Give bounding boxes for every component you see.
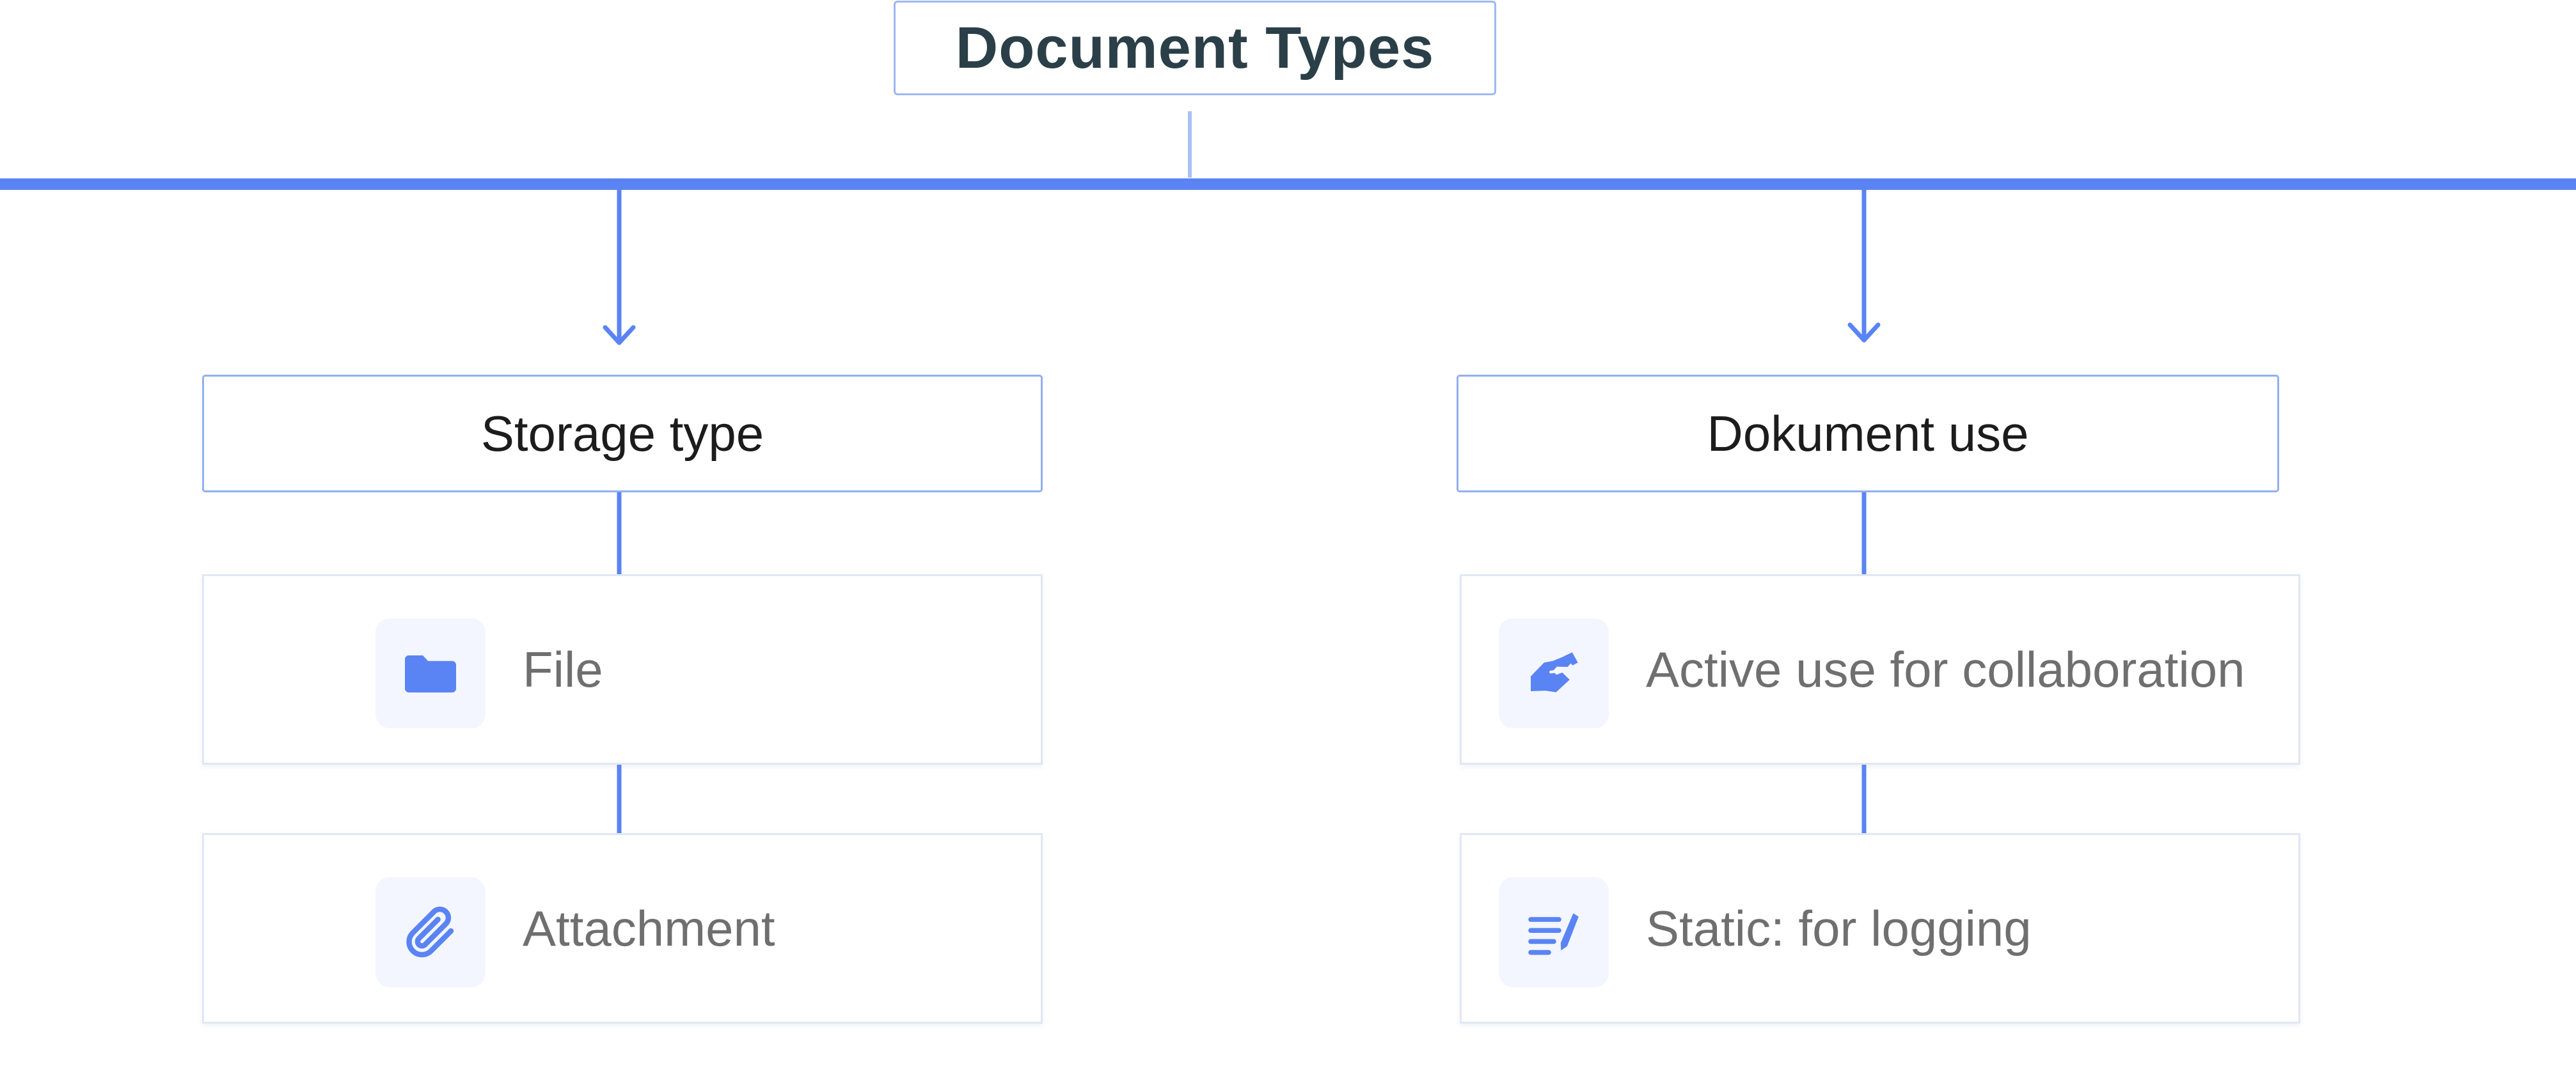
item-card-attachment: Attachment	[202, 833, 1043, 1024]
arrowhead-right-icon	[1847, 322, 1881, 343]
category-box-document-use: Dokument use	[1457, 375, 2279, 492]
item-card-active-use: Active use for collaboration	[1460, 574, 2300, 765]
icon-tile	[375, 618, 486, 728]
paperclip-icon	[406, 906, 454, 958]
icon-tile	[1499, 877, 1609, 987]
item-label: Active use for collaboration	[1646, 641, 2245, 698]
handshake-icon	[1531, 652, 1578, 692]
folder-icon	[405, 655, 456, 692]
category-label: Dokument use	[1707, 405, 2029, 462]
arrowhead-left-icon	[603, 325, 636, 345]
diagram-title-box: Document Types	[894, 1, 1496, 95]
category-box-storage-type: Storage type	[202, 375, 1043, 492]
item-label: Attachment	[523, 900, 775, 957]
diagram-title: Document Types	[955, 15, 1435, 81]
item-label: File	[523, 641, 603, 698]
category-label: Storage type	[480, 405, 764, 462]
item-label: Static: for logging	[1646, 900, 2032, 957]
item-card-static-logging: Static: for logging	[1460, 833, 2300, 1024]
item-card-file: File	[202, 574, 1043, 765]
icon-tile	[375, 877, 486, 987]
notes-pen-icon	[1528, 913, 1579, 955]
icon-tile	[1499, 618, 1609, 728]
